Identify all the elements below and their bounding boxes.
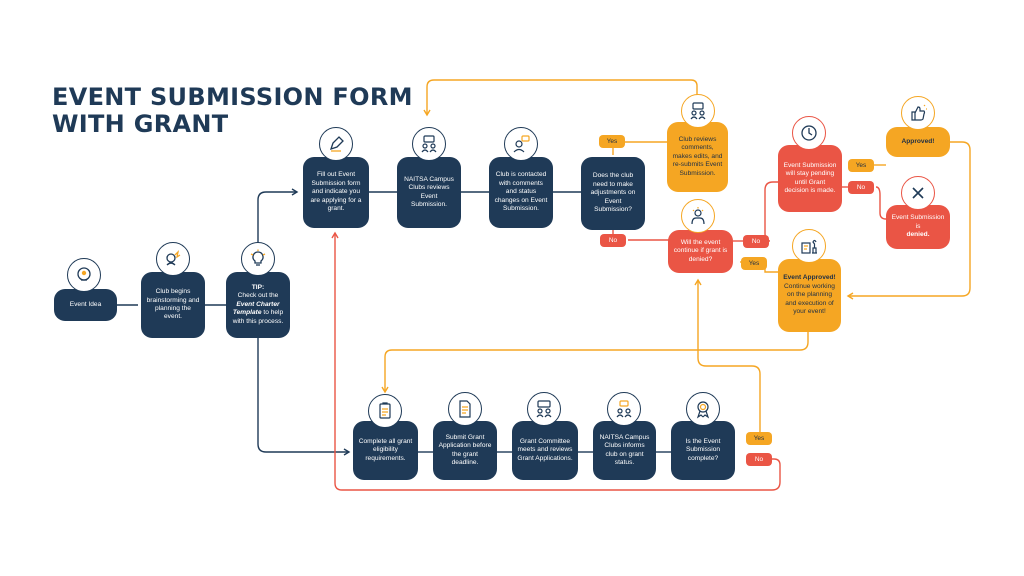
step-submit-grant: Submit Grant Application before the gran… bbox=[433, 421, 497, 480]
page-title: EVENT SUBMISSION FORM WITH GRANT bbox=[52, 84, 413, 138]
step-label: NAITSA Campus Clubs informs club on gran… bbox=[599, 433, 650, 466]
step-label: NAITSA Campus Clubs reviews Event Submis… bbox=[404, 175, 454, 208]
step-label: Submit Grant Application before the gran… bbox=[438, 433, 492, 466]
label-yes-adjust: Yes bbox=[599, 135, 625, 148]
tip-text-1: Check out the bbox=[237, 292, 279, 300]
step-tip: TIP: Check out the Event Charter Templat… bbox=[226, 272, 290, 338]
denied-text: Event Submission is bbox=[891, 214, 945, 230]
step-denied: Event Submission is denied. bbox=[886, 205, 950, 249]
step-label: Club is contacted with comments and stat… bbox=[494, 171, 548, 213]
x-icon bbox=[901, 176, 935, 210]
label-yes-complete: Yes bbox=[746, 432, 772, 445]
tip-emphasis: Event Charter Template bbox=[232, 300, 280, 317]
connector-clubreviews-loop bbox=[423, 79, 698, 117]
step-event-approved: Event Approved! Continue working on the … bbox=[778, 259, 841, 332]
person-chat-icon bbox=[504, 127, 538, 161]
label-no-pending: No bbox=[848, 181, 874, 194]
connector-no-pending bbox=[764, 181, 778, 242]
step-pending: Event Submission will stay pending until… bbox=[778, 145, 842, 212]
step-informs: NAITSA Campus Clubs informs club on gran… bbox=[593, 421, 656, 480]
step-label: Event Idea bbox=[69, 300, 102, 308]
step-complete-requirements: Complete all grant eligibility requireme… bbox=[353, 421, 418, 480]
connector-tip-complete bbox=[257, 338, 351, 456]
connector-completeq-no bbox=[331, 231, 781, 491]
step-continue-question: Will the event continue if grant is deni… bbox=[668, 230, 733, 273]
denied-word: denied. bbox=[906, 231, 930, 239]
step-label: Is the Event Submission complete? bbox=[685, 437, 721, 462]
title-line-2: WITH GRANT bbox=[52, 110, 229, 138]
inform-icon bbox=[607, 392, 641, 426]
connector-approved-loop bbox=[846, 141, 971, 300]
clock-icon bbox=[792, 116, 826, 150]
step-label: Complete all grant eligibility requireme… bbox=[358, 437, 413, 462]
step-label: Approved! bbox=[901, 137, 935, 145]
document-icon bbox=[448, 392, 482, 426]
step-club-reviews: Club reviews comments, makes edits, and … bbox=[667, 122, 728, 192]
pen-icon bbox=[319, 127, 353, 161]
tip-label: TIP: bbox=[251, 283, 265, 291]
event-approved-text: Continue working on the planning and exe… bbox=[784, 282, 835, 316]
tip-text-2: to help with this process. bbox=[232, 309, 284, 325]
step-complete-question: Is the Event Submission complete? bbox=[671, 421, 735, 480]
lightbulb-head-icon bbox=[67, 258, 101, 292]
connector-no-denied bbox=[875, 186, 887, 220]
step-approved: Approved! bbox=[886, 127, 950, 157]
step-label: Fill out Event Submission form and indic… bbox=[310, 171, 362, 213]
lightbulb-icon bbox=[241, 242, 275, 276]
committee-icon bbox=[527, 392, 561, 426]
step-event-idea: Event Idea bbox=[54, 289, 117, 321]
thumbs-up-icon bbox=[901, 96, 935, 130]
brainstorm-icon bbox=[156, 242, 190, 276]
chess-plan-icon bbox=[792, 229, 826, 263]
label-yes-pending: Yes bbox=[848, 159, 874, 172]
step-label: Club begins brainstorming and planning t… bbox=[146, 288, 200, 321]
hand-idea-icon bbox=[681, 199, 715, 233]
step-label: Event Submission will stay pending until… bbox=[783, 161, 837, 194]
step-label: Does the club need to make adjustments o… bbox=[590, 172, 636, 214]
step-naitsa-reviews: NAITSA Campus Clubs reviews Event Submis… bbox=[397, 157, 461, 228]
title-line-1: EVENT SUBMISSION FORM bbox=[52, 83, 413, 111]
step-label: Club reviews comments, makes edits, and … bbox=[672, 135, 723, 177]
label-no-continue: No bbox=[743, 235, 769, 248]
step-club-contacted: Club is contacted with comments and stat… bbox=[489, 157, 553, 228]
people-review-icon bbox=[681, 94, 715, 128]
step-label: Will the event continue if grant is deni… bbox=[673, 238, 728, 263]
award-icon bbox=[686, 392, 720, 426]
people-chat-icon bbox=[412, 127, 446, 161]
step-label: Grant Committee meets and reviews Grant … bbox=[517, 437, 573, 462]
step-brainstorm: Club begins brainstorming and planning t… bbox=[141, 272, 205, 338]
label-no-complete: No bbox=[746, 453, 772, 466]
event-approved-label: Event Approved! bbox=[783, 274, 836, 282]
connector-eventapproved-loop bbox=[381, 332, 809, 394]
step-committee: Grant Committee meets and reviews Grant … bbox=[512, 421, 578, 480]
label-no-adjust: No bbox=[600, 234, 626, 247]
connector-tip-fillout bbox=[257, 188, 299, 338]
clipboard-icon bbox=[368, 394, 402, 428]
label-yes-continue: Yes bbox=[741, 257, 767, 270]
step-fill-out-form: Fill out Event Submission form and indic… bbox=[303, 157, 369, 228]
step-adjust-question: Does the club need to make adjustments o… bbox=[581, 157, 645, 230]
